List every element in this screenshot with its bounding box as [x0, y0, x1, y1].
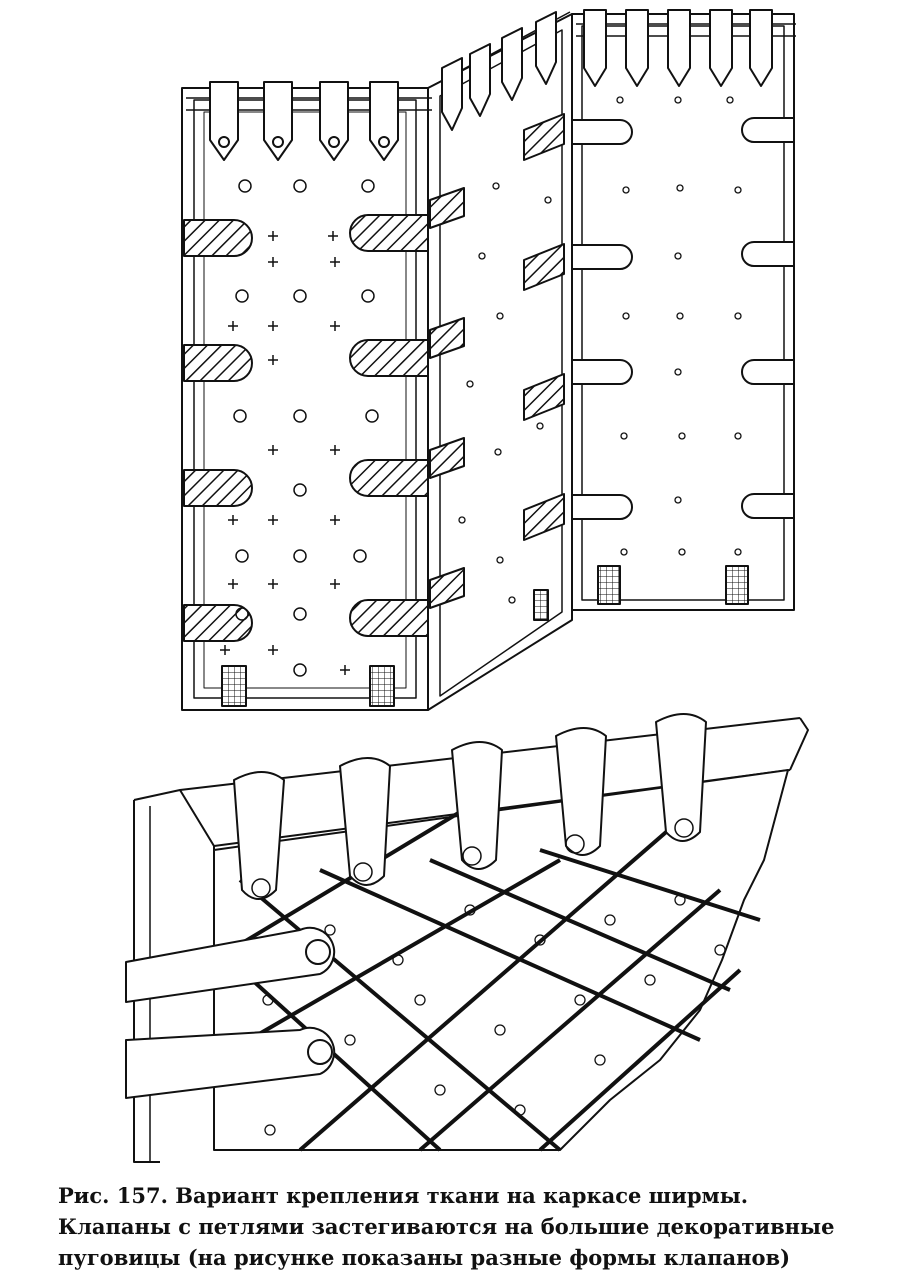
- detail-closeup: [125, 713, 809, 1163]
- left-top-flaps: [209, 81, 399, 161]
- caption-line-1: Рис. 157. Вариант крепления ткани на кар…: [58, 1183, 749, 1208]
- screen-illustration: [125, 9, 809, 1163]
- caption-line-2: Клапаны с петлями застегиваются на больш…: [58, 1214, 835, 1239]
- left-fabric-pattern: [220, 179, 379, 677]
- caption-line-3: пуговицы (на рисунке показаны разные фор…: [58, 1245, 791, 1270]
- screen-middle-panel: [427, 11, 573, 711]
- left-top-buttons: [218, 136, 390, 148]
- left-side-flaps: [183, 214, 429, 642]
- screen-right-panel: [571, 9, 796, 611]
- screen-left-panel: [181, 81, 432, 711]
- figure-caption: Рис. 157. Вариант крепления ткани на кар…: [58, 1180, 858, 1273]
